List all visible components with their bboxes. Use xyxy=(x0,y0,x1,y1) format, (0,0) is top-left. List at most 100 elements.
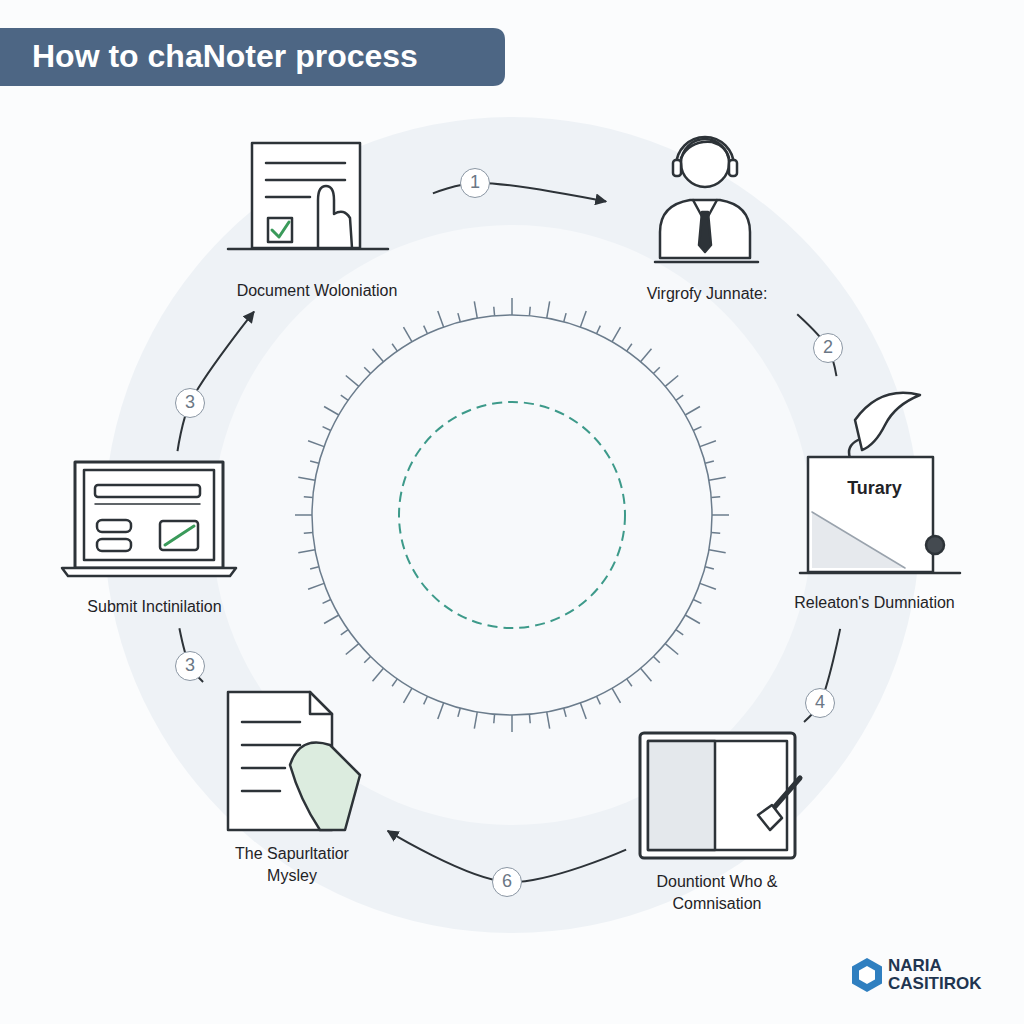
step-label: Dountiont Who & Comnisation xyxy=(632,871,802,916)
callout-number: 3 xyxy=(175,388,205,418)
tick xyxy=(511,298,513,315)
flow-arrow xyxy=(178,312,254,451)
process-step: The Sapurltatior Mysley xyxy=(200,685,384,895)
tick xyxy=(711,532,720,534)
tick xyxy=(712,514,729,516)
callout-number: 6 xyxy=(492,867,522,897)
tick xyxy=(404,688,413,703)
tick xyxy=(304,496,313,498)
tick xyxy=(709,550,726,553)
halo-disc xyxy=(104,117,920,933)
tick xyxy=(323,427,331,431)
tick xyxy=(458,708,460,717)
process-step: Dountiont Who & Comnisation xyxy=(630,725,804,925)
tick xyxy=(693,427,701,431)
step-label: Releaton's Dumniation xyxy=(772,592,977,614)
tick-marks xyxy=(295,298,729,732)
tick xyxy=(700,441,716,447)
process-step: Submit Inctinilation xyxy=(50,455,259,624)
logo-hexagon xyxy=(852,958,882,992)
tablet-icon xyxy=(640,733,800,858)
tick xyxy=(529,714,531,723)
callout-number: 4 xyxy=(805,688,835,718)
tick xyxy=(685,615,700,624)
tick xyxy=(364,656,370,662)
tick xyxy=(474,301,477,318)
tick xyxy=(392,679,397,686)
tick xyxy=(404,327,413,342)
tick xyxy=(653,656,659,662)
tick xyxy=(493,714,495,723)
tick xyxy=(324,407,339,416)
tick xyxy=(323,600,331,604)
tick xyxy=(641,349,652,362)
tick xyxy=(304,532,313,534)
envelope-icon xyxy=(800,393,960,573)
tick xyxy=(346,376,359,387)
tick xyxy=(653,367,659,373)
tick xyxy=(308,583,324,589)
logo-text: NARIA CASITIROK xyxy=(888,957,1008,993)
badge-text: Turary xyxy=(815,476,935,501)
tick xyxy=(298,550,315,553)
tick xyxy=(705,567,714,569)
callout-number: 1 xyxy=(460,168,490,198)
tick xyxy=(424,696,428,704)
tick xyxy=(324,615,339,624)
logo-hexagon-inner xyxy=(859,966,875,984)
tick xyxy=(308,441,324,447)
tick xyxy=(373,668,384,681)
tick xyxy=(700,583,716,589)
tick xyxy=(424,326,428,334)
person-icon xyxy=(655,137,758,262)
tick xyxy=(298,477,315,480)
tick xyxy=(612,688,621,703)
flow-arrow xyxy=(433,183,606,202)
tick xyxy=(641,668,652,681)
tick xyxy=(373,349,384,362)
flow-arrow xyxy=(804,629,840,722)
laptop-icon xyxy=(62,462,236,576)
step-label: The Sapurltatior Mysley xyxy=(222,843,362,888)
tick xyxy=(295,514,312,516)
tick xyxy=(665,376,678,387)
step-label: Virgrofy Junnate: xyxy=(612,283,802,305)
tick xyxy=(627,679,632,686)
callout-number: 3 xyxy=(175,651,205,681)
tick xyxy=(341,395,348,400)
process-step: Virgrofy Junnate: xyxy=(610,120,804,311)
tick xyxy=(529,307,531,316)
signed-document-icon xyxy=(228,692,360,830)
tick xyxy=(511,715,513,732)
tick xyxy=(685,407,700,416)
tick xyxy=(676,395,683,400)
tick xyxy=(676,630,683,635)
tick xyxy=(310,567,319,569)
process-step: TuraryReleaton's Dumniation xyxy=(770,380,979,625)
step-label: Document Woloniation xyxy=(207,280,427,302)
dashed-circle xyxy=(399,402,625,628)
tick xyxy=(458,313,460,322)
tick xyxy=(711,496,720,498)
tick xyxy=(612,327,621,342)
tick xyxy=(364,367,370,373)
tick xyxy=(547,712,550,729)
tick xyxy=(438,703,444,719)
tick xyxy=(597,326,601,334)
tick xyxy=(564,313,566,322)
title-bar xyxy=(0,28,505,86)
title: How to chaNoter process xyxy=(32,36,418,76)
step-label: Submit Inctinilation xyxy=(52,596,257,618)
tick xyxy=(597,696,601,704)
tick xyxy=(392,344,397,351)
tick xyxy=(580,311,586,327)
tick xyxy=(474,712,477,729)
tick xyxy=(665,644,678,655)
tick xyxy=(705,461,714,463)
tick xyxy=(341,630,348,635)
callout-number: 2 xyxy=(813,333,843,363)
tick xyxy=(627,344,632,351)
tick xyxy=(438,311,444,327)
tick xyxy=(493,307,495,316)
